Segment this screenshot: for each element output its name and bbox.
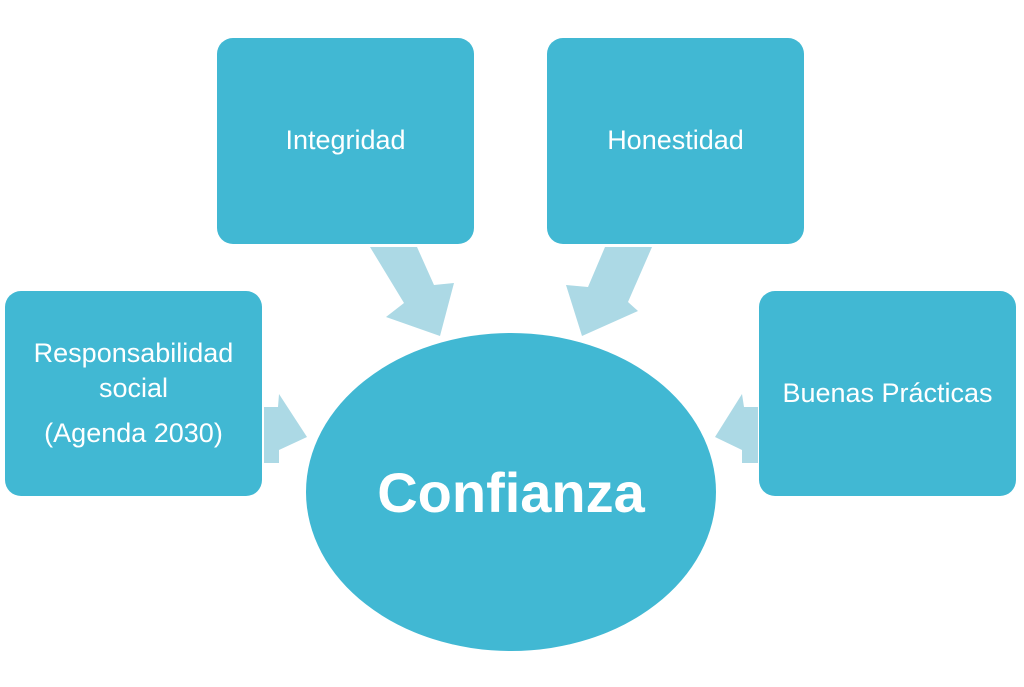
arrow-integridad xyxy=(370,247,454,336)
node-label: social xyxy=(98,372,169,403)
arrow-buenas-practicas xyxy=(715,394,758,463)
node-honestidad: Honestidad xyxy=(547,38,804,244)
center-label: Confianza xyxy=(377,460,645,524)
arrow-honestidad xyxy=(566,247,652,336)
node-responsabilidad-social: Responsabilidad social (Agenda 2030) xyxy=(5,291,262,496)
node-integridad: Integridad xyxy=(217,38,474,244)
node-label: Buenas Prácticas xyxy=(782,377,993,408)
node-label: (Agenda 2030) xyxy=(44,418,223,449)
node-buenas-practicas: Buenas Prácticas xyxy=(759,291,1016,496)
node-confianza: Confianza xyxy=(306,333,716,651)
node-label: Integridad xyxy=(285,125,406,156)
node-label: Honestidad xyxy=(607,125,744,156)
node-label: Responsabilidad xyxy=(33,337,234,368)
arrow-responsabilidad xyxy=(264,394,307,463)
